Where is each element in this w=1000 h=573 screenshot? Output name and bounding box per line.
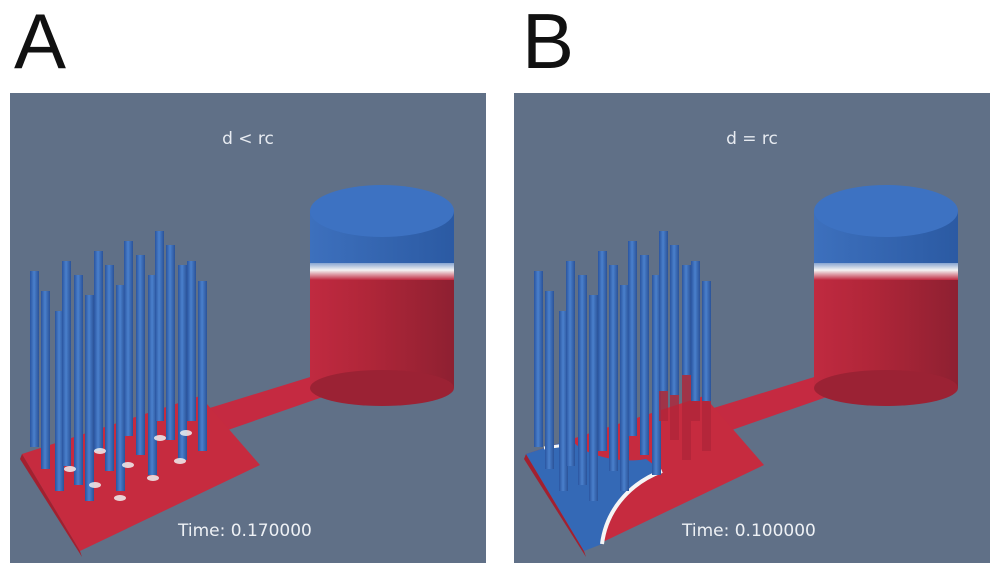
channel	[200, 374, 340, 431]
panel-a-letter: A	[14, 0, 67, 85]
panel-b-time: Time: 0.100000	[682, 521, 816, 541]
reservoir-top	[814, 185, 958, 237]
panel-b: d = rc Time: 0.100000	[514, 93, 990, 563]
reservoir-red	[310, 273, 454, 388]
panel-b-letter: B	[522, 0, 575, 85]
panel-b-scene	[524, 185, 958, 557]
panel-b-label: d = rc	[726, 129, 778, 149]
panel-a: d < rc Time: 0.170000	[10, 93, 486, 563]
panel-a-time: Time: 0.170000	[178, 521, 312, 541]
panel-a-scene	[20, 185, 454, 557]
reservoir-top	[310, 185, 454, 237]
reservoir-red	[814, 273, 958, 388]
channel	[704, 374, 844, 431]
panel-a-label: d < rc	[222, 129, 274, 149]
pillar-array	[534, 231, 711, 501]
pillar-array	[30, 231, 207, 501]
